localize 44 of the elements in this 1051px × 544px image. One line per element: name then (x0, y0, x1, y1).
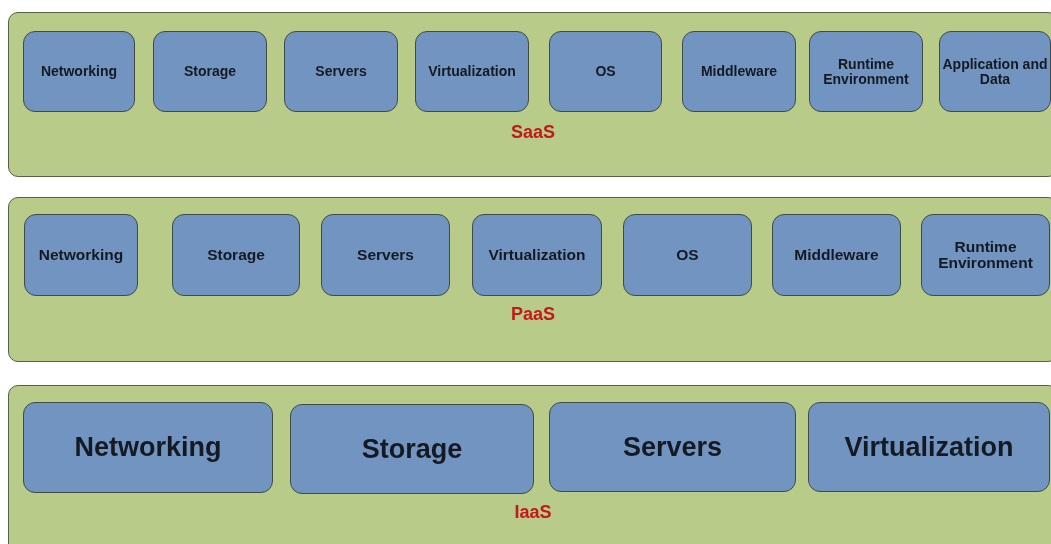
component-box (772, 214, 901, 296)
component-label: Networking (40, 64, 118, 79)
component-label: Storage (361, 434, 463, 464)
component-box (623, 214, 752, 296)
component-box (284, 31, 398, 112)
component-box (290, 404, 534, 494)
component-label: Virtualization (488, 246, 586, 264)
component-box (549, 31, 662, 112)
component-box (809, 31, 923, 112)
layer-title: SaaS (510, 122, 555, 143)
service-layer-band (8, 385, 1051, 544)
component-box (415, 31, 529, 112)
component-box (682, 31, 796, 112)
component-box (172, 214, 300, 296)
service-layer-band (8, 12, 1051, 177)
component-label: Networking (38, 246, 124, 264)
layer-title: IaaS (514, 502, 552, 523)
component-box (153, 31, 267, 112)
component-label: OS (676, 246, 699, 264)
component-box (321, 214, 450, 296)
component-label: Storage (207, 246, 265, 264)
service-layer-band (8, 197, 1051, 362)
component-box (921, 214, 1050, 296)
component-box (23, 31, 135, 112)
component-label: Middleware (794, 246, 879, 264)
component-box (472, 214, 602, 296)
component-label: Networking (74, 433, 222, 462)
component-box (24, 214, 138, 296)
component-label: Servers (622, 432, 723, 462)
component-box (808, 402, 1050, 492)
component-label: Storage (183, 64, 237, 79)
component-label: Middleware (700, 64, 778, 79)
layer-title: PaaS (510, 304, 555, 325)
component-label: Application and Data (941, 56, 1049, 87)
component-label: Virtualization (428, 64, 516, 79)
component-label: Servers (315, 64, 367, 79)
component-label: Runtime Environment (822, 56, 910, 87)
component-label: Runtime Environment (937, 238, 1034, 272)
component-label: Servers (357, 246, 414, 264)
component-box (939, 31, 1051, 112)
component-box (549, 402, 796, 492)
component-box (23, 402, 273, 493)
component-label: Virtualization (844, 432, 1014, 462)
component-label: OS (595, 64, 616, 79)
